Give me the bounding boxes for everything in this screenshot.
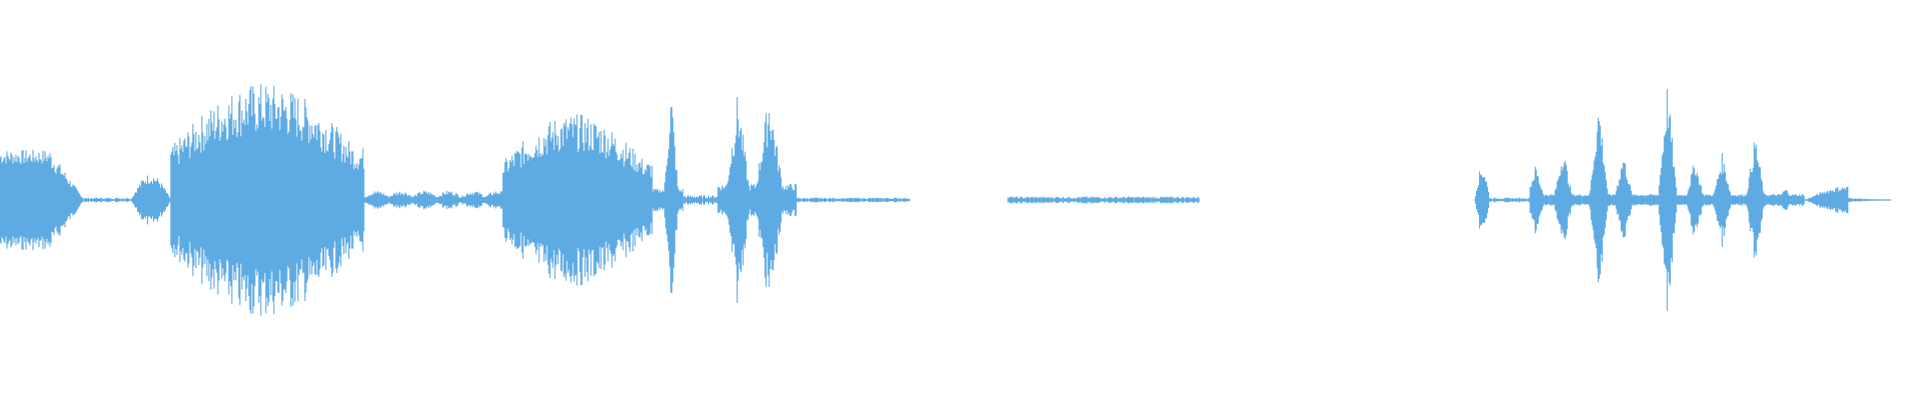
waveform-trace xyxy=(0,84,1892,316)
